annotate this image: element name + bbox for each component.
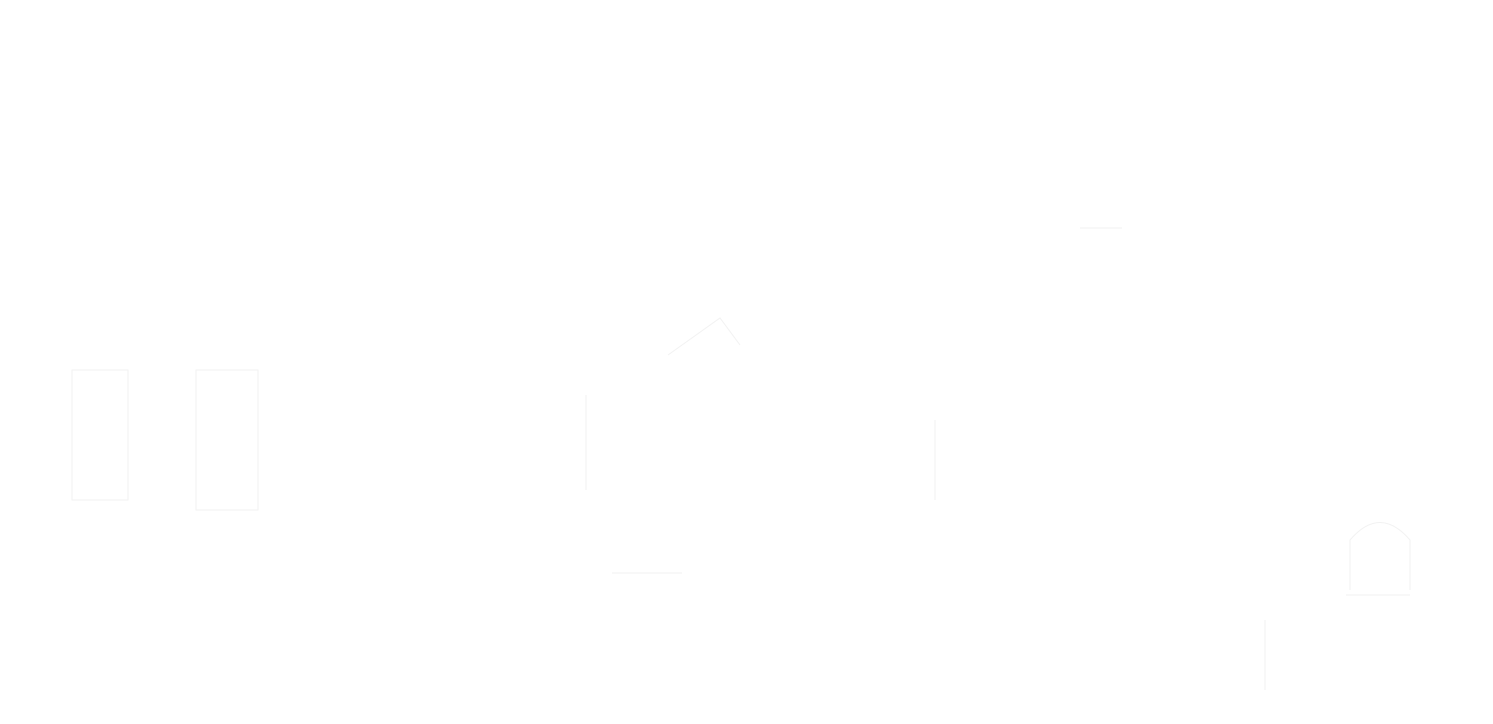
ghost-arrow-shape [667,317,741,356]
ghost-box-left [71,369,129,501]
ghost-box-left-2 [195,369,259,511]
ghost-lock-shape [1349,522,1411,590]
